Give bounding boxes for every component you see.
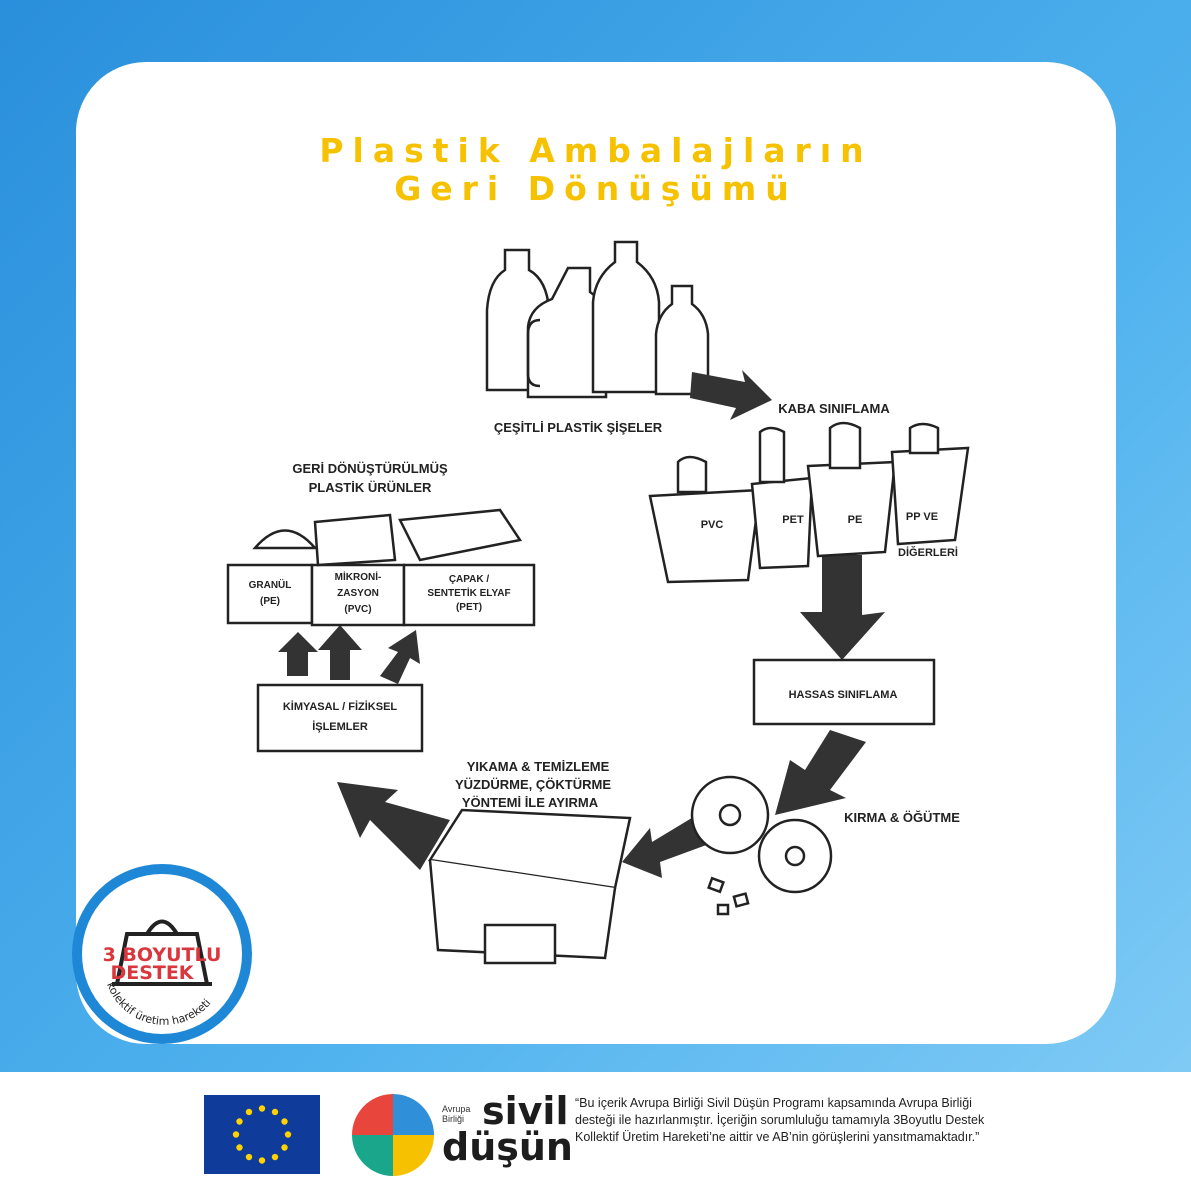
- flow-arrows: [278, 370, 885, 878]
- chem-box: [256, 683, 424, 753]
- logo-big-1: sivil: [482, 1089, 569, 1133]
- eu-star-icon: [284, 1131, 292, 1138]
- fine-sort-label: HASSAS SINIFLAMA: [789, 689, 898, 701]
- logo-small-2: Birliği: [442, 1114, 465, 1124]
- chem-label-1: KİMYASAL / FİZİKSEL: [283, 700, 398, 713]
- eu-star-icon: [236, 1118, 243, 1125]
- eu-flag-icon: [204, 1095, 320, 1174]
- eu-star-icon: [281, 1118, 288, 1125]
- fine-sort-box: [752, 658, 936, 726]
- bin-label-pet: PET: [782, 514, 804, 526]
- wash-label-1: YIKAMA & TEMİZLEME: [467, 759, 610, 774]
- logo-small-text: Avrupa Birliği: [442, 1104, 470, 1124]
- eu-star-icon: [245, 1108, 253, 1116]
- sorting-bins: [648, 421, 970, 584]
- eu-star-icon: [258, 1105, 266, 1112]
- eu-star-icon: [236, 1144, 243, 1151]
- bin-label-others: DİĞERLERİ: [898, 546, 958, 559]
- eu-star-icon: [258, 1157, 266, 1164]
- products-title-2: PLASTİK ÜRÜNLER: [309, 480, 432, 495]
- wash-label-2: YÜZDÜRME, ÇÖKTÜRME: [455, 777, 611, 792]
- capak-label-1: ÇAPAK /: [449, 574, 490, 585]
- logo-small-1: Avrupa: [442, 1104, 471, 1114]
- bin-label-pp: PP VE: [906, 511, 938, 523]
- bin-label-pvc: PVC: [701, 519, 724, 531]
- badge-ring-text: kolektif üretim hareketi: [104, 980, 213, 1028]
- badge-title-1: 3 BOYUTLU: [102, 944, 222, 966]
- mikro-label-2: ZASYON: [337, 588, 379, 599]
- capak-label-3: (PET): [456, 602, 482, 613]
- bottles-label: ÇEŞİTLİ PLASTİK ŞİŞELER: [494, 420, 663, 435]
- title-line-2: Geri Dönüşümü: [394, 169, 798, 208]
- capak-label-2: SENTETİK ELYAF: [427, 586, 510, 599]
- footer: [0, 1072, 1191, 1191]
- chem-label-2: İŞLEMLER: [312, 720, 368, 733]
- eu-star-icon: [271, 1108, 279, 1116]
- bottles-illustration: [485, 240, 710, 399]
- eu-star-icon: [245, 1153, 253, 1161]
- title-line-1: Plastik Ambalajların: [319, 131, 873, 170]
- badge-bag-icon: kolektif üretim hareketi: [104, 919, 213, 1028]
- gears-illustration: [690, 775, 833, 916]
- page-title: Plastik Ambalajların Geri Dönüşümü: [76, 132, 1116, 208]
- eu-star-icon: [281, 1144, 288, 1151]
- badge-title-2: DESTEK: [110, 962, 194, 984]
- sivil-dusun-logo-icon: [352, 1094, 434, 1176]
- products-title-1: GERİ DÖNÜŞTÜRÜLMÜŞ: [292, 461, 448, 476]
- wash-tank: [427, 808, 632, 965]
- disclaimer-text: “Bu içerik Avrupa Birliği Sivil Düşün Pr…: [575, 1096, 985, 1144]
- mikro-label-3: (PVC): [344, 604, 371, 615]
- eu-star-icon: [271, 1153, 279, 1161]
- product-boxes: [226, 508, 536, 627]
- granul-label-1: GRANÜL: [249, 578, 292, 591]
- bin-label-pe: PE: [848, 514, 863, 526]
- badge-logo: [82, 874, 242, 1034]
- wash-label-3: YÖNTEMİ İLE AYIRMA: [462, 795, 599, 810]
- logo-big-2: düşün: [442, 1125, 573, 1169]
- mikro-label-1: MİKRONİ-: [335, 570, 382, 583]
- eu-star-icon: [232, 1131, 240, 1138]
- crush-label: KIRMA & ÖĞÜTME: [844, 810, 960, 825]
- rough-sort-label: KABA SINIFLAMA: [778, 401, 890, 416]
- granul-label-2: (PE): [260, 596, 280, 607]
